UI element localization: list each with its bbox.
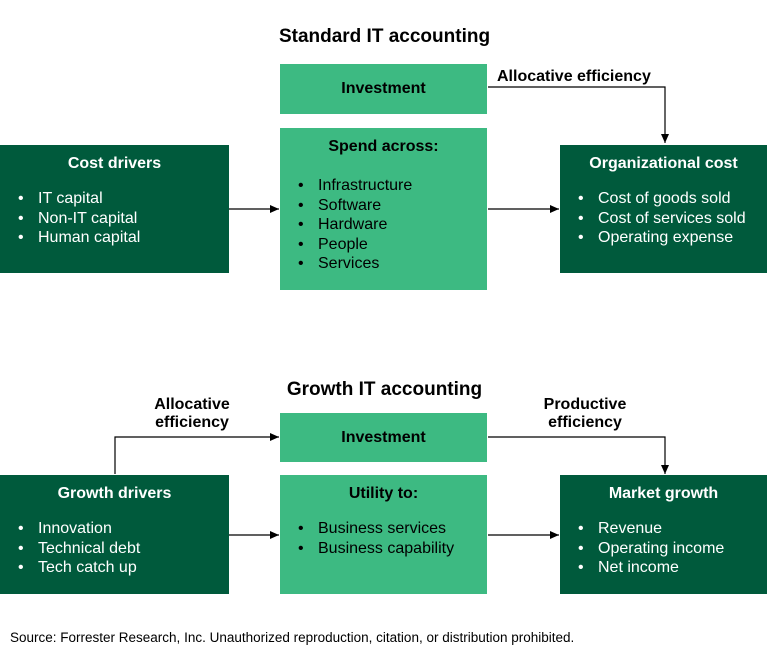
list-item: People — [298, 235, 487, 255]
list-item: Revenue — [578, 519, 767, 539]
list-item: Business services — [298, 519, 487, 539]
standard-allocative-label: Allocative efficiency — [497, 68, 651, 85]
growth-drivers-list: Innovation Technical debt Tech catch up — [0, 519, 229, 578]
market-growth-list: Revenue Operating income Net income — [560, 519, 767, 578]
list-item: Software — [298, 196, 487, 216]
growth-productive-label: Productive efficiency — [530, 396, 640, 432]
list-item: Hardware — [298, 215, 487, 235]
growth-title: Growth IT accounting — [286, 379, 483, 400]
utility-box: Utility to: Business services Business c… — [280, 475, 487, 594]
list-item: Services — [298, 254, 487, 274]
cost-drivers-title: Cost drivers — [67, 155, 162, 172]
growth-investment-label: Investment — [341, 429, 426, 446]
utility-title: Utility to: — [348, 485, 419, 502]
org-cost-title: Organizational cost — [589, 155, 738, 172]
list-item: Cost of services sold — [578, 209, 767, 229]
list-item: Human capital — [18, 228, 229, 248]
list-item: Cost of goods sold — [578, 189, 767, 209]
spend-across-list: Infrastructure Software Hardware People … — [280, 176, 487, 274]
growth-drivers-box: Growth drivers Innovation Technical debt… — [0, 475, 229, 594]
list-item: IT capital — [18, 189, 229, 209]
spend-across-box: Spend across: Infrastructure Software Ha… — [280, 128, 487, 290]
standard-title: Standard IT accounting — [278, 26, 491, 47]
growth-drivers-title: Growth drivers — [57, 485, 172, 502]
list-item: Net income — [578, 558, 767, 578]
market-growth-box: Market growth Revenue Operating income N… — [560, 475, 767, 594]
utility-list: Business services Business capability — [280, 519, 487, 558]
list-item: Operating expense — [578, 228, 767, 248]
list-item: Technical debt — [18, 539, 229, 559]
label-line: Allocative — [154, 396, 230, 413]
list-item: Tech catch up — [18, 558, 229, 578]
market-growth-title: Market growth — [608, 485, 719, 502]
list-item: Infrastructure — [298, 176, 487, 196]
arrow-investment-to-marketgrowth — [488, 436, 669, 474]
label-line: efficiency — [548, 414, 622, 431]
list-item: Non-IT capital — [18, 209, 229, 229]
list-item: Business capability — [298, 539, 487, 559]
spend-across-title: Spend across: — [328, 138, 439, 155]
arrow-growthdrivers-to-investment — [114, 433, 279, 474]
growth-allocative-label: Allocative efficiency — [142, 396, 242, 432]
org-cost-list: Cost of goods sold Cost of services sold… — [560, 189, 767, 248]
growth-investment-box: Investment — [280, 413, 487, 462]
source-note: Source: Forrester Research, Inc. Unautho… — [10, 630, 575, 645]
list-item: Operating income — [578, 539, 767, 559]
cost-drivers-box: Cost drivers IT capital Non-IT capital H… — [0, 145, 229, 273]
label-line: efficiency — [155, 414, 229, 431]
standard-investment-box: Investment — [280, 64, 487, 114]
standard-investment-label: Investment — [341, 80, 426, 97]
arrow-investment-to-orgcost — [488, 86, 669, 143]
list-item: Innovation — [18, 519, 229, 539]
label-line: Productive — [543, 396, 627, 413]
org-cost-box: Organizational cost Cost of goods sold C… — [560, 145, 767, 273]
cost-drivers-list: IT capital Non-IT capital Human capital — [0, 189, 229, 248]
